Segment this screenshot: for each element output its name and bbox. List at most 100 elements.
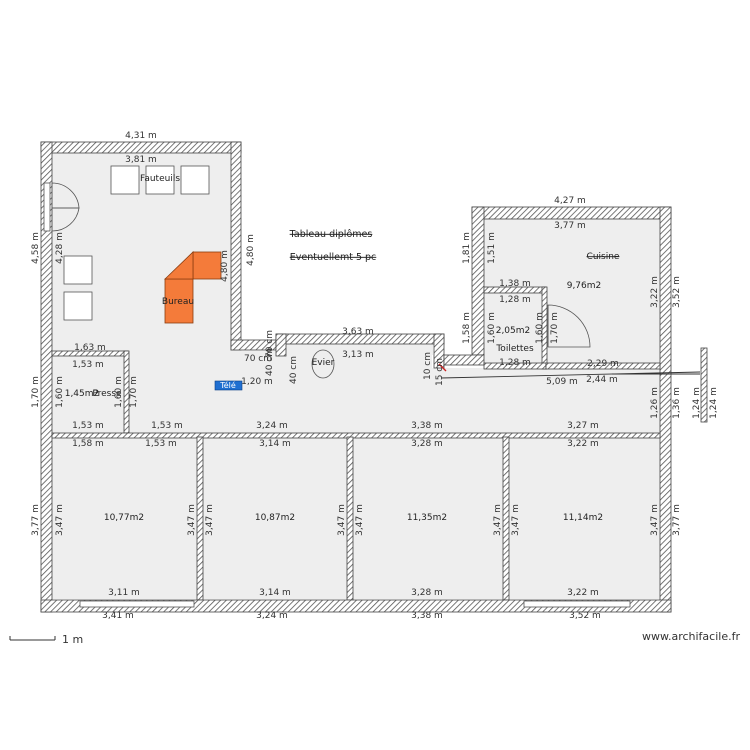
presse-label: Presse	[92, 389, 122, 399]
dim-label: 4,80 m	[220, 250, 230, 282]
dim-label: 3,24 m	[256, 421, 288, 431]
area-room2: 10,87m2	[255, 513, 295, 523]
dim-label: 4,58 m	[31, 232, 41, 264]
dim-label: 3,13 m	[342, 350, 374, 360]
armchair	[63, 255, 93, 285]
area-room3: 11,35m2	[407, 513, 447, 523]
dim-label: 1,26 m	[650, 387, 660, 419]
fauteuils-label: Fauteuils	[140, 174, 180, 184]
area-room4: 11,14m2	[563, 513, 603, 523]
tele-label: Télé	[219, 380, 236, 390]
dim-label: 3,81 m	[125, 155, 157, 165]
bureau-label: Bureau	[162, 297, 194, 307]
dim-label: 4,31 m	[125, 131, 157, 141]
dim-label: 1,24 m	[709, 387, 719, 419]
cuisine-label: Cuisine	[587, 252, 620, 262]
dim-label: 3,63 m	[342, 327, 374, 337]
dim-label: 40 cm	[265, 348, 275, 376]
dim-label: 3,47 m	[337, 504, 347, 536]
dim-label: 70 cm	[244, 354, 272, 364]
desk-corner	[164, 251, 194, 280]
dim-label: 3,47 m	[187, 504, 197, 536]
dim-label: 3,47 m	[511, 504, 521, 536]
dim-label: 1,51 m	[487, 232, 497, 264]
dim-label: 1,38 m	[499, 279, 531, 289]
dim-label: 1,28 m	[499, 358, 531, 368]
dim-label: 3,77 m	[31, 504, 41, 536]
dim-label: 3,47 m	[493, 504, 503, 536]
area-toilet: 2,05m2	[496, 326, 531, 336]
dim-label: 1,60 m	[487, 312, 497, 344]
dim-label: 1,81 m	[462, 232, 472, 264]
dim-label: 3,28 m	[411, 588, 443, 598]
dim-label: 3,38 m	[411, 611, 443, 621]
furniture	[63, 165, 243, 391]
dim-label: 1,60 m	[535, 312, 545, 344]
dim-label: 3,77 m	[554, 221, 586, 231]
tableau-label: Tableau diplômes	[289, 229, 373, 240]
area-room1: 10,77m2	[104, 513, 144, 523]
dim-label: 10 cm	[423, 352, 433, 380]
dim-label: 40 cm	[289, 356, 299, 384]
dim-label: 3,22 m	[650, 276, 660, 308]
dim-label: 3,47 m	[355, 504, 365, 536]
area-small: 1,45m2	[65, 389, 100, 399]
doors	[51, 182, 701, 379]
dim-label: 3,38 m	[411, 421, 443, 431]
desk	[192, 251, 222, 280]
dim-label: 1,63 m	[74, 343, 106, 353]
walls	[40, 141, 708, 613]
dimensions: 4,31 m 3,81 m 4,58 m 4,28 m 4,80 m 4,80 …	[31, 131, 719, 621]
dim-label: 3,27 m	[567, 421, 599, 431]
dim-label: 3,22 m	[567, 439, 599, 449]
dim-label: 1,53 m	[72, 421, 104, 431]
dim-label: 1,58 m	[462, 312, 472, 344]
dim-label: 1,70 m	[550, 312, 560, 344]
dim-label: 70 cm	[265, 330, 275, 358]
toilettes-label: Toilettes	[495, 344, 534, 354]
dim-label: 1,53 m	[145, 439, 177, 449]
eventuel-label: Eventuellemt 5 pc	[290, 252, 377, 263]
dim-label: 15 cm	[435, 358, 445, 386]
dim-label: 3,52 m	[569, 611, 601, 621]
armchair	[110, 165, 140, 195]
dim-label: 1,53 m	[72, 360, 104, 370]
dim-label: 3,28 m	[411, 439, 443, 449]
dim-label: 2,29 m	[587, 359, 619, 369]
evier-label: Evier	[312, 358, 335, 368]
dim-label: 1,58 m	[72, 439, 104, 449]
dim-label: 4,28 m	[55, 232, 65, 264]
armchair	[145, 165, 175, 195]
dim-label: 2,44 m	[586, 375, 618, 385]
dim-label: 1,70 m	[129, 376, 139, 408]
floors	[52, 153, 661, 599]
dim-label: 3,14 m	[259, 588, 291, 598]
scale-bar: 1 m	[9, 633, 83, 646]
dim-label: 3,77 m	[672, 504, 682, 536]
dim-label: 1,70 m	[31, 376, 41, 408]
windows	[43, 182, 631, 608]
dim-label: 3,22 m	[567, 588, 599, 598]
dim-label: 3,47 m	[650, 504, 660, 536]
desk	[164, 278, 194, 324]
footer-brand: www.archifacile.fr	[642, 630, 740, 643]
dim-label: 3,14 m	[259, 439, 291, 449]
scale-label: 1 m	[62, 633, 83, 646]
dim-label: 3,47 m	[55, 504, 65, 536]
dim-label: 1,36 m	[672, 387, 682, 419]
dim-label: 5,09 m	[546, 377, 578, 387]
armchair	[63, 291, 93, 321]
dim-label: 1,28 m	[499, 295, 531, 305]
dim-label: 3,47 m	[205, 504, 215, 536]
dim-label: 4,80 m	[246, 234, 256, 266]
dim-label: 3,24 m	[256, 611, 288, 621]
dim-label: 1,60 m	[55, 376, 65, 408]
dim-label: 3,41 m	[102, 611, 134, 621]
dim-label: 3,11 m	[108, 588, 140, 598]
dim-label: 3,52 m	[672, 276, 682, 308]
dim-label: 4,27 m	[554, 196, 586, 206]
tv	[214, 380, 243, 391]
dim-label: 1,53 m	[151, 421, 183, 431]
armchair	[180, 165, 210, 195]
